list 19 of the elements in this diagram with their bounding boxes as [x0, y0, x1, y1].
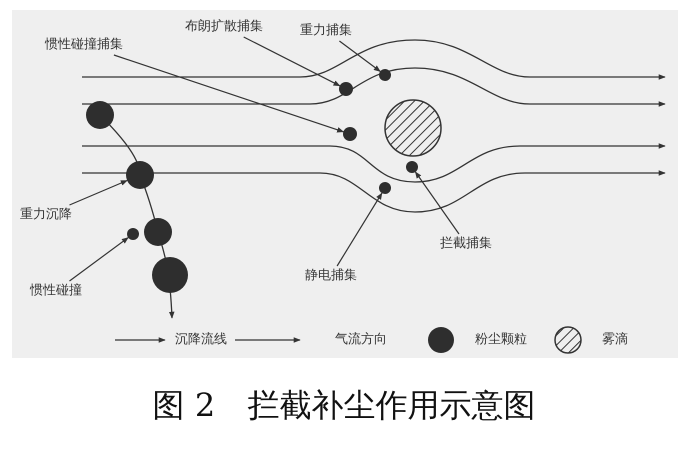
leader-line [336, 192, 382, 266]
callout-label: 重力沉降 [20, 207, 72, 223]
leader-line [69, 180, 128, 206]
callout-label: 重力捕集 [300, 23, 352, 39]
legend-label: 粉尘颗粒 [475, 332, 527, 348]
callout-label: 拦截捕集 [440, 236, 492, 252]
callout-label: 惯性碰撞捕集 [45, 37, 123, 53]
legend-label: 沉降流线 [175, 332, 227, 348]
callout-label: 静电捕集 [305, 268, 357, 284]
callout-label: 惯性碰撞 [30, 283, 82, 299]
leader-line [339, 40, 381, 72]
leader-line [69, 237, 129, 282]
leader-line [243, 36, 340, 86]
callout-label: 布朗扩散捕集 [185, 19, 263, 35]
leader-line [114, 54, 344, 132]
legend-label: 气流方向 [335, 332, 387, 348]
leader-line [414, 171, 460, 234]
legend-label: 雾滴 [602, 332, 628, 348]
caption: 图 2 拦截补尘作用示意图 [152, 385, 536, 426]
